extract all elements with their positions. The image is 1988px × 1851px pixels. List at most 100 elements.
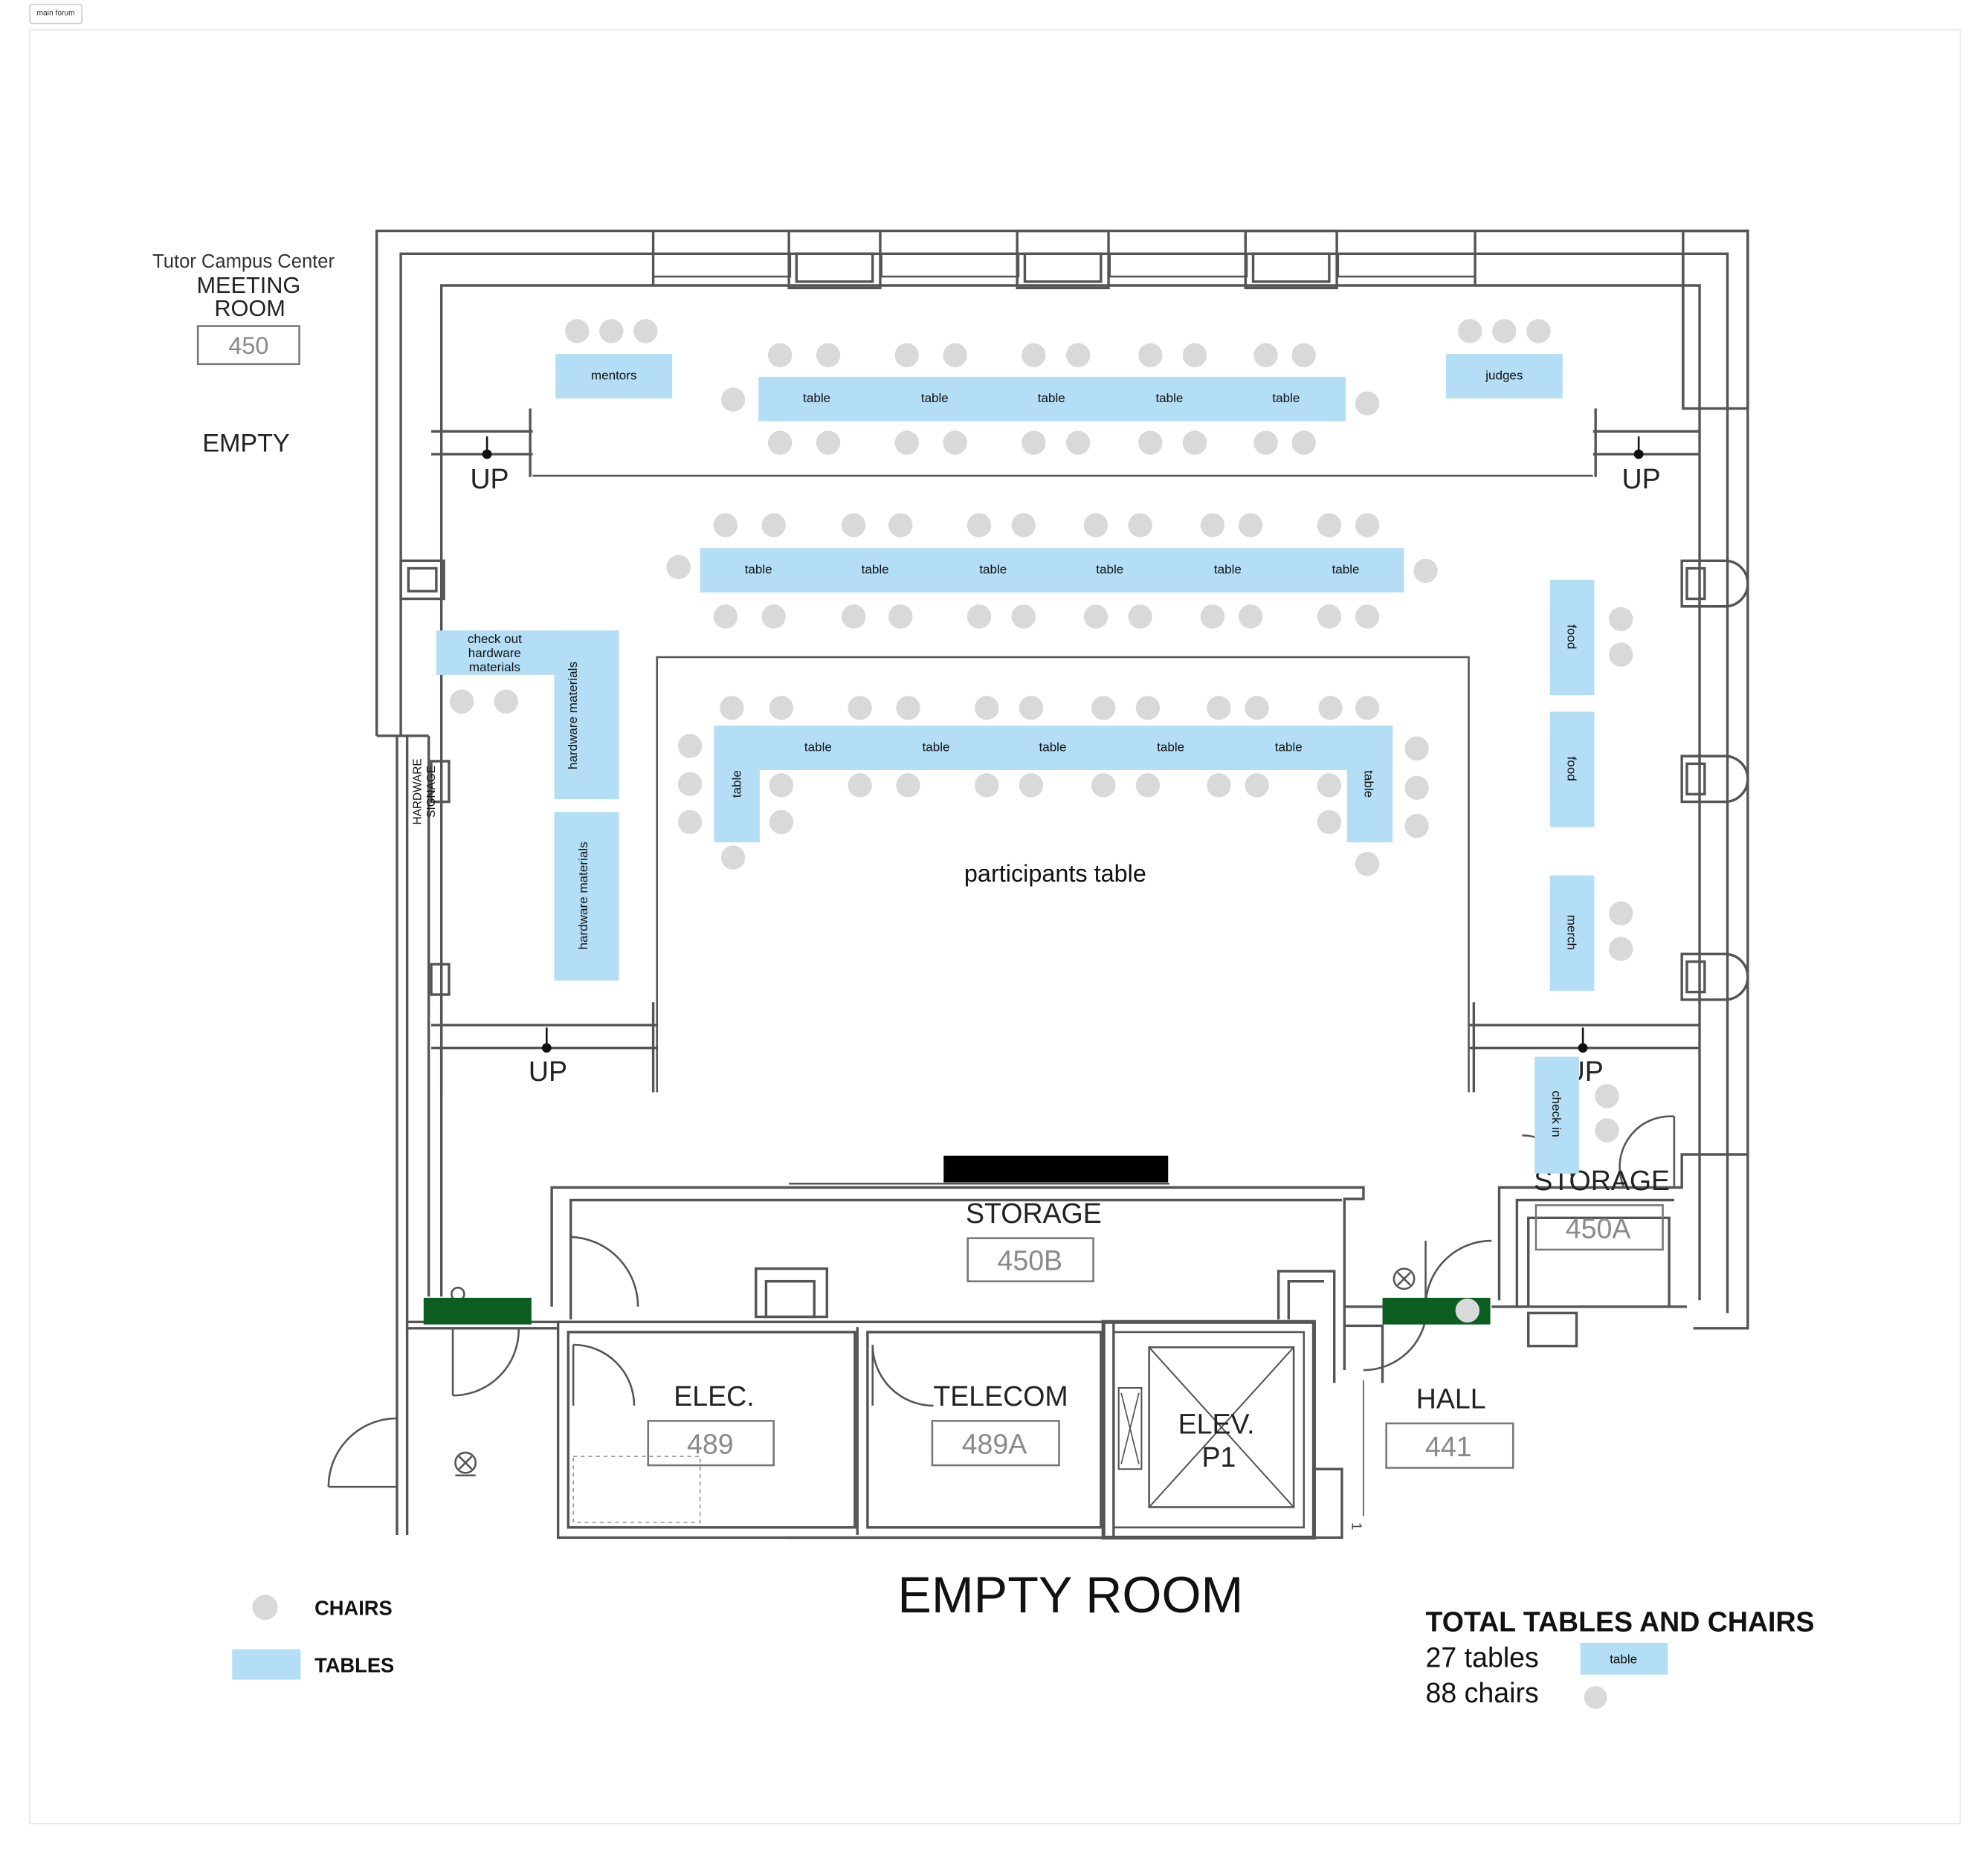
elevator-line1: ELEV. (1178, 1408, 1255, 1439)
chair (1128, 604, 1152, 629)
legend-chair-swatch (252, 1595, 278, 1621)
chair (713, 604, 738, 629)
table-label: table (862, 562, 889, 576)
room-labels: Tutor Campus Center MEETING ROOM 450 EMP… (152, 251, 1670, 1624)
chair (1238, 604, 1263, 629)
fixture-icon (454, 1451, 477, 1474)
table-label: table (1038, 391, 1065, 405)
totals-tables: 27 tables (1426, 1641, 1539, 1673)
chair (1011, 513, 1036, 537)
mentors-table-label: mentors (591, 368, 637, 382)
chair (1138, 430, 1163, 455)
chair (816, 430, 841, 455)
chair (720, 845, 746, 870)
building-status: EMPTY (202, 430, 289, 458)
chair (1253, 343, 1278, 368)
chair (1291, 430, 1316, 455)
legend: CHAIRS TABLES (232, 1595, 394, 1680)
chair (1404, 813, 1429, 839)
food-table-1 (1549, 579, 1595, 696)
black-marker (943, 1155, 1169, 1183)
chair (1609, 642, 1633, 667)
chair (841, 604, 866, 629)
chair (677, 734, 703, 758)
chair (713, 513, 738, 537)
table-label: table (803, 391, 830, 405)
chair (1609, 607, 1633, 632)
table-label: table (1157, 740, 1184, 754)
checkout-line3: materials (469, 660, 520, 674)
storage-number: 450B (997, 1244, 1062, 1276)
chair (1019, 773, 1044, 798)
chair (677, 772, 703, 796)
merch-table (1549, 875, 1595, 991)
chair (1317, 604, 1342, 629)
chair (966, 604, 992, 629)
chair (896, 773, 920, 798)
chair (666, 555, 691, 580)
totals-table-swatch-label: table (1610, 1652, 1637, 1666)
chair (1182, 430, 1207, 455)
signage-line2: SIGNAGE (425, 766, 438, 818)
food-label: food (1565, 624, 1579, 649)
checkout-line1: check out (468, 632, 522, 646)
table-label: table (1275, 740, 1303, 754)
chair (1291, 343, 1316, 368)
hardware-materials-label: hardware materials (566, 662, 580, 769)
chair (767, 343, 793, 368)
chair (888, 604, 913, 629)
chair (1609, 937, 1633, 961)
totals-chair-swatch (1584, 1686, 1607, 1709)
building-name: Tutor Campus Center (152, 251, 335, 272)
table-label: table (1332, 562, 1360, 576)
check-in-label: check in (1549, 1091, 1563, 1137)
chair (1091, 773, 1116, 798)
chair (841, 513, 866, 537)
stairs-label-top-right: UP (1622, 463, 1661, 494)
chair (1083, 513, 1108, 537)
fixture-icon (1392, 1267, 1416, 1290)
chair (1091, 696, 1116, 720)
chair (565, 319, 590, 343)
chair (888, 513, 913, 537)
chair (769, 810, 794, 835)
chair (1065, 343, 1091, 368)
chair (1355, 513, 1380, 537)
building-line2: MEETING (196, 272, 300, 298)
chair (1022, 343, 1046, 368)
table-label: table (921, 391, 949, 405)
hall-number: 441 (1425, 1431, 1472, 1462)
table-label: table (804, 740, 832, 754)
elec-label: ELEC. (674, 1380, 754, 1412)
elec-number: 489 (687, 1429, 734, 1460)
corridor-tag: 1 (1349, 1522, 1365, 1530)
participants-label: participants table (964, 860, 1146, 887)
elevator-line2: P1 (1202, 1441, 1236, 1473)
table-label: table (923, 740, 950, 754)
mentors-table (555, 354, 673, 398)
signage-line1: HARDWARE (411, 758, 424, 824)
legend-table-swatch (232, 1649, 301, 1680)
hardware-table-upper (554, 630, 619, 800)
tables: mentors judges table table table table t… (436, 354, 1595, 1174)
stair-arrows (482, 436, 1644, 1053)
chair (1492, 319, 1517, 343)
chair (1182, 343, 1207, 368)
chair (1455, 1298, 1480, 1323)
table-row-2 (700, 548, 1404, 592)
chair (449, 689, 474, 714)
totals-table-swatch (1580, 1643, 1668, 1675)
telecom-label: TELECOM (933, 1380, 1068, 1412)
chair (1083, 604, 1108, 629)
food-label: food (1565, 757, 1579, 781)
stairs-label-bottom-left: UP (529, 1056, 567, 1087)
chair (1317, 773, 1342, 798)
chair (1609, 901, 1633, 926)
chair (677, 810, 703, 835)
totals-chairs: 88 chairs (1426, 1677, 1539, 1708)
chair (767, 430, 793, 455)
frame-label[interactable]: main forum (29, 4, 83, 25)
chair (1404, 775, 1429, 801)
chair (816, 343, 841, 368)
